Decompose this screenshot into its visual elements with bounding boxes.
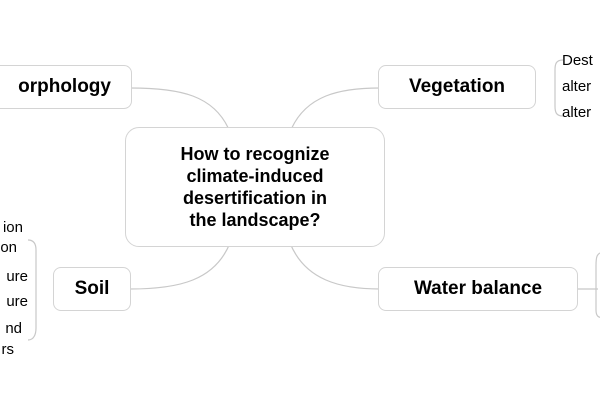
- connector-vegetation: [289, 87, 381, 133]
- soil-leaf-3: ure: [6, 268, 28, 285]
- topic-morphology[interactable]: orphology: [0, 65, 132, 109]
- central-question-node[interactable]: How to recognize climate-induced deserti…: [125, 127, 385, 247]
- topic-water-balance[interactable]: Water balance: [378, 267, 578, 311]
- soil-leaf-6: rs: [1, 341, 15, 358]
- soil-leaf-4: ure: [6, 293, 28, 310]
- vegetation-leaf-1: Dest: [562, 52, 593, 69]
- topic-morphology-label: orphology: [18, 76, 111, 97]
- topic-vegetation-label: Vegetation: [408, 76, 506, 97]
- soil-leaf-1: ion: [2, 219, 23, 236]
- vegetation-leaf-2: alter: [562, 78, 592, 95]
- bracket-water-balance: [595, 252, 600, 319]
- central-question-line-4: the landscape?: [189, 210, 321, 230]
- connector-soil: [129, 242, 231, 290]
- bracket-soil: [27, 239, 37, 341]
- connector-water-balance: [289, 242, 381, 290]
- soil-leaf-2: on: [0, 239, 17, 256]
- vegetation-leaf-3: alter: [562, 104, 592, 121]
- topic-soil-label: Soil: [74, 278, 110, 299]
- connector-morphology: [129, 87, 231, 133]
- bracket-vegetation: [554, 59, 564, 117]
- topic-soil[interactable]: Soil: [53, 267, 131, 311]
- central-question-line-2: climate-induced: [186, 166, 324, 186]
- central-question-line-3: desertification in: [182, 188, 328, 208]
- soil-leaf-5: nd: [5, 320, 22, 337]
- topic-vegetation[interactable]: Vegetation: [378, 65, 536, 109]
- topic-water-balance-label: Water balance: [413, 278, 543, 299]
- central-question-line-1: How to recognize: [180, 144, 330, 164]
